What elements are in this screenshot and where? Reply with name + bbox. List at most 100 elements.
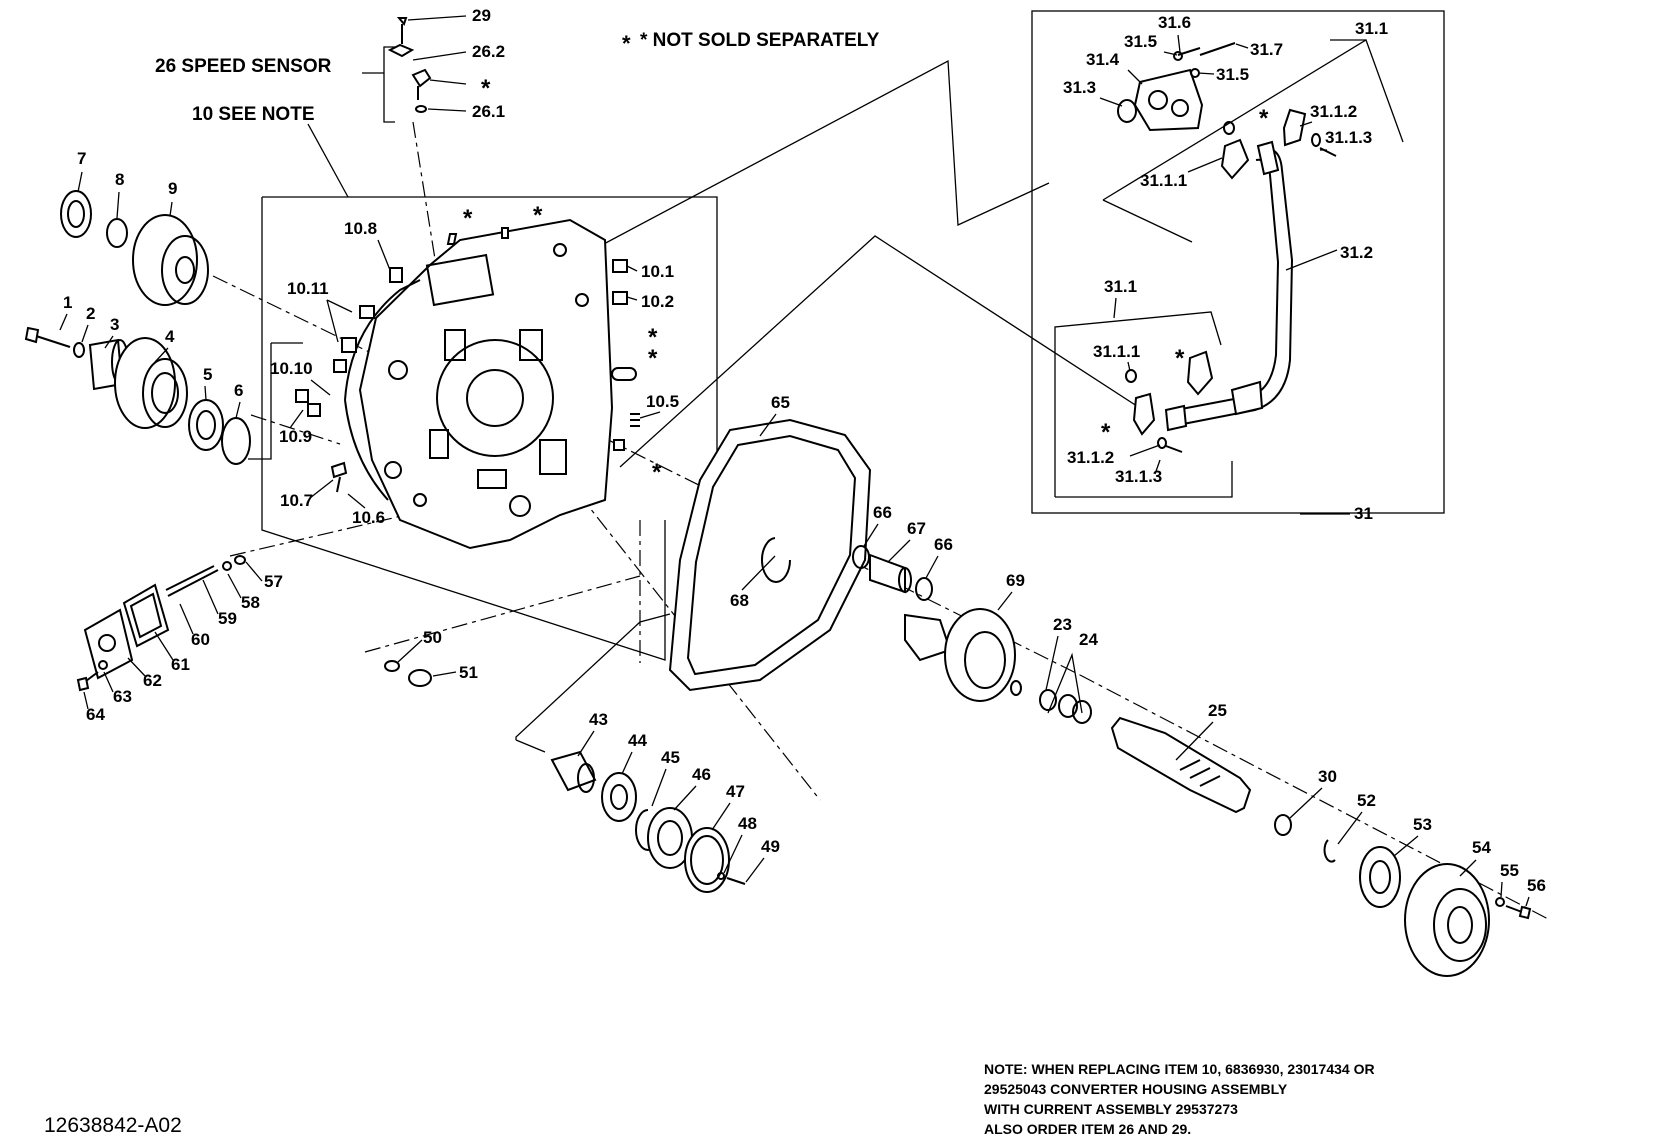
inlet-assembly (1117, 42, 1337, 453)
callout-labels: 29 26.2 26.1 7 8 9 10.8 10.1 10.2 10.11 … (63, 6, 1546, 895)
asterisk: * (463, 205, 473, 232)
pump-drive-parts (550, 750, 746, 893)
asterisk: * (481, 75, 491, 102)
callout: 66 (873, 503, 892, 522)
callout: 58 (241, 593, 260, 612)
document-id: 12638842-A02 (44, 1114, 182, 1137)
asterisk: * (648, 324, 658, 351)
callout: 43 (589, 710, 608, 729)
seal-rings (1039, 689, 1092, 724)
callout: 49 (761, 837, 780, 856)
callout: 31.1.1 (1140, 171, 1187, 190)
callout: 3 (110, 315, 119, 334)
asterisk: * (648, 345, 658, 372)
callout: 64 (86, 705, 105, 724)
callout: 53 (1413, 815, 1432, 834)
callout: 59 (218, 609, 237, 628)
callout: 25 (1208, 701, 1227, 720)
callout: 31.1.2 (1067, 448, 1114, 467)
speed-sensor-label: 26 SPEED SENSOR (155, 56, 332, 77)
housing-fittings (295, 17, 640, 493)
callout: 4 (165, 327, 175, 346)
callout: 31.1.2 (1310, 102, 1357, 121)
callout: 31.1.3 (1115, 467, 1162, 486)
callout: 10.1 (641, 262, 674, 281)
stator-hub (904, 608, 1022, 702)
callout: 31.5 (1124, 32, 1157, 51)
callout: 26.2 (472, 42, 505, 61)
left-gear-parts (24, 190, 251, 465)
callout: 51 (459, 663, 478, 682)
asterisk-marks: * * * * * * * * * * (463, 31, 1269, 486)
asterisk: * (622, 31, 631, 56)
callout: 31.3 (1063, 78, 1096, 97)
callout: 8 (115, 170, 124, 189)
shaft-sleeve (852, 545, 933, 601)
frame-lines (248, 10, 1445, 753)
callout: 50 (423, 628, 442, 647)
converter-housing (344, 218, 614, 550)
callout: 10.10 (270, 359, 313, 378)
callout: 31.1 (1104, 277, 1137, 296)
callout: 69 (1006, 571, 1025, 590)
not-sold-separately-label: * NOT SOLD SEPARATELY (640, 30, 880, 51)
callout: 44 (628, 731, 647, 750)
callout: 60 (191, 630, 210, 649)
callout: 5 (203, 365, 212, 384)
note-line-2: 29525043 CONVERTER HOUSING ASSEMBLY (984, 1081, 1288, 1097)
callout: 31.5 (1216, 65, 1249, 84)
callout: 66 (934, 535, 953, 554)
callout: 7 (77, 149, 86, 168)
callout: 2 (86, 304, 95, 323)
leader-lines (59, 15, 1530, 907)
asterisk: * (533, 202, 543, 229)
callout: 1 (63, 293, 72, 312)
callout: 10.11 (287, 279, 329, 298)
callout: 31.2 (1340, 243, 1373, 262)
callout: 31.1 (1355, 19, 1388, 38)
note-block: NOTE: WHEN REPLACING ITEM 10, 6836930, 2… (984, 1061, 1375, 1137)
callout: 31.6 (1158, 13, 1191, 32)
header-labels: * NOT SOLD SEPARATELY 26 SPEED SENSOR 10… (155, 30, 880, 125)
note-line-1: NOTE: WHEN REPLACING ITEM 10, 6836930, 2… (984, 1061, 1375, 1077)
callout: 54 (1472, 838, 1491, 857)
callout: 57 (264, 572, 283, 591)
callout: 10.5 (646, 392, 679, 411)
plug-parts (384, 660, 432, 687)
callout: 31.4 (1086, 50, 1120, 69)
callout: 63 (113, 687, 132, 706)
callout: 31 (1354, 504, 1373, 523)
callout: 67 (907, 519, 926, 538)
see-note-label: 10 SEE NOTE (192, 104, 315, 125)
callout: 48 (738, 814, 757, 833)
output-shaft (1110, 716, 1252, 814)
gasket (668, 418, 872, 692)
cover-parts (76, 555, 246, 692)
asterisk: * (652, 459, 662, 486)
callout: 10.6 (352, 508, 385, 527)
callout: 31.1.1 (1093, 342, 1140, 361)
asterisk: * (1101, 419, 1111, 446)
callout: 10.9 (279, 427, 312, 446)
callout: 23 (1053, 615, 1072, 634)
callout: 46 (692, 765, 711, 784)
callout: 26.1 (472, 102, 505, 121)
callout: 45 (661, 748, 680, 767)
asterisk: * (1175, 345, 1185, 372)
callout: 56 (1527, 876, 1546, 895)
asterisk: * (1259, 105, 1269, 132)
callout: 30 (1318, 767, 1337, 786)
note-line-4: ALSO ORDER ITEM 26 AND 29. (984, 1121, 1191, 1137)
callout: 6 (234, 381, 243, 400)
callout: 62 (143, 671, 162, 690)
rear-parts (1274, 814, 1532, 977)
callout: 29 (472, 6, 491, 25)
callout: 61 (171, 655, 190, 674)
callout: 10.8 (344, 219, 377, 238)
callout: 31.7 (1250, 40, 1283, 59)
callout: 10.7 (280, 491, 313, 510)
callout: 55 (1500, 861, 1519, 880)
callout: 10.2 (641, 292, 674, 311)
callout: 65 (771, 393, 790, 412)
